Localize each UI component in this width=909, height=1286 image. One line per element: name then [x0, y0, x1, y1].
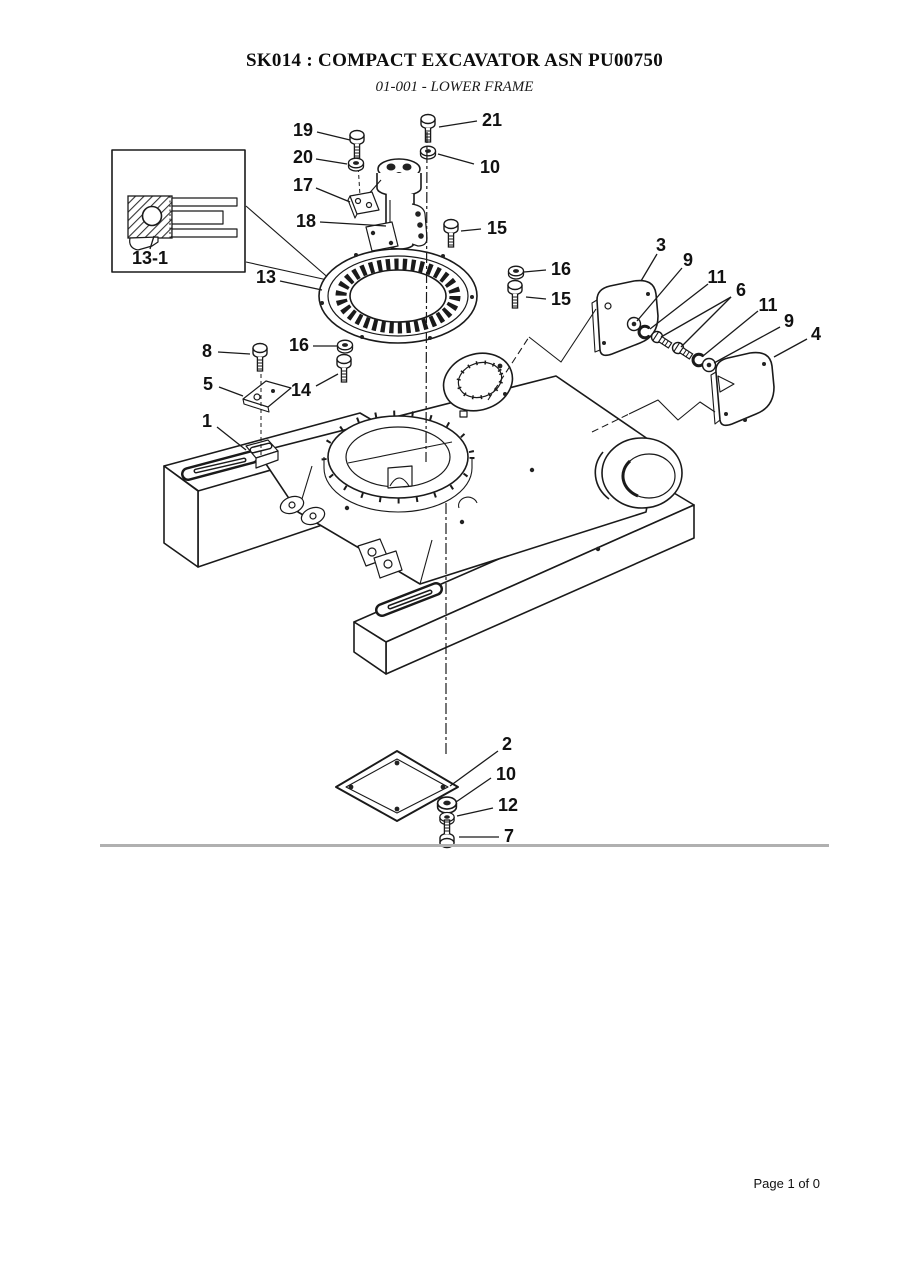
cover-plate-4-drawing [710, 351, 775, 427]
callout-label-20: 20 [293, 147, 313, 167]
mounting-plate-5-drawing [242, 380, 292, 413]
bolt-19 [349, 129, 365, 159]
bolt-8 [252, 342, 268, 372]
callout-label-6: 6 [736, 280, 746, 300]
page-subtitle: 01-001 - LOWER FRAME [375, 79, 534, 95]
assembly-centerlines [425, 131, 447, 754]
callout-label-1: 1 [202, 411, 212, 431]
inset-pointer-lines [245, 205, 333, 282]
callout-leader-17 [315, 187, 351, 203]
callout-leader-13-1 [149, 235, 155, 250]
callout-label-15: 15 [487, 218, 507, 238]
callout-label-13: 13 [256, 267, 276, 287]
page-title: SK014 : COMPACT EXCAVATOR ASN PU00750 [245, 50, 663, 71]
bottom-cover-plate-drawing [335, 750, 459, 849]
stopper-plate-17 [349, 191, 380, 215]
cover-plate-3-drawing [591, 279, 659, 357]
callout-label-7: 7 [504, 826, 514, 846]
callout-label-5: 5 [203, 374, 213, 394]
callout-label-11: 11 [758, 295, 777, 315]
snap-ring-11-right [691, 352, 704, 368]
washer-9-right [701, 357, 717, 373]
callout-leader-15 [460, 228, 482, 232]
divider-line [100, 844, 829, 847]
washer-16-left [336, 339, 354, 354]
callout-label-15: 15 [551, 289, 571, 309]
callout-leader-13 [279, 280, 323, 291]
callout-label-8: 8 [202, 341, 212, 361]
callout-label-13-1: 13-1 [132, 248, 168, 268]
callout-leader-1 [216, 426, 247, 451]
callout-leader-3 [640, 253, 658, 282]
callout-leader-16 [523, 269, 547, 273]
callout-leader-20 [315, 158, 348, 165]
lower-frame-drawing [163, 352, 695, 675]
callout-leader-6 [660, 296, 732, 338]
callout-leader-21 [438, 120, 478, 128]
callout-label-16: 16 [289, 335, 309, 355]
callout-label-2: 2 [502, 734, 512, 754]
callout-label-17: 17 [293, 175, 313, 195]
callout-leader-2 [449, 750, 499, 787]
callout-leader-19 [316, 131, 351, 141]
washer-10-bottom [436, 796, 458, 814]
callout-leader-11 [702, 310, 759, 357]
callout-leader-9 [713, 326, 781, 364]
washer-20 [347, 157, 365, 172]
bolt-15-upper [443, 218, 459, 248]
callout-leader-11 [649, 283, 709, 330]
callout-label-18: 18 [296, 211, 316, 231]
bearing-detail-inset [111, 149, 246, 273]
callout-label-19: 19 [293, 120, 313, 140]
page-footer: Page 1 of 0 [753, 1176, 821, 1191]
washer-16-right [507, 265, 525, 280]
callout-label-4: 4 [811, 324, 821, 344]
callout-leader-6 [680, 296, 732, 348]
bolt-6-right [669, 339, 695, 362]
callout-label-3: 3 [656, 235, 666, 255]
callout-label-14: 14 [291, 380, 311, 400]
callout-label-9: 9 [683, 250, 693, 270]
callout-label-9: 9 [784, 311, 794, 331]
callout-leader-10 [437, 153, 475, 165]
callout-label-10: 10 [496, 764, 516, 784]
callout-leader-4 [773, 338, 808, 358]
callout-leader-14 [315, 373, 339, 387]
bolt-15-right [507, 279, 523, 309]
plate-pointer-lines [487, 308, 716, 433]
washer-10-top [419, 145, 437, 160]
callout-leader-8 [217, 351, 251, 355]
callout-leader-9 [636, 267, 683, 322]
callout-label-16: 16 [551, 259, 571, 279]
callout-leader-5 [218, 386, 244, 397]
callout-label-12: 12 [498, 795, 518, 815]
callout-label-10: 10 [480, 157, 500, 177]
bolt-21 [420, 113, 436, 143]
callout-label-21: 21 [482, 110, 502, 130]
callout-leader-10 [455, 777, 492, 803]
fasteners [252, 113, 525, 456]
callout-leader-18 [319, 221, 387, 227]
slewing-ring-gear-drawing [318, 248, 478, 344]
bolt-14 [336, 353, 352, 383]
bearing-ball [141, 205, 163, 227]
swivel-joint-drawing [347, 158, 428, 295]
callout-leader-12 [456, 807, 494, 817]
callout-label-11: 11 [707, 267, 726, 287]
callout-leader-15 [525, 296, 547, 300]
